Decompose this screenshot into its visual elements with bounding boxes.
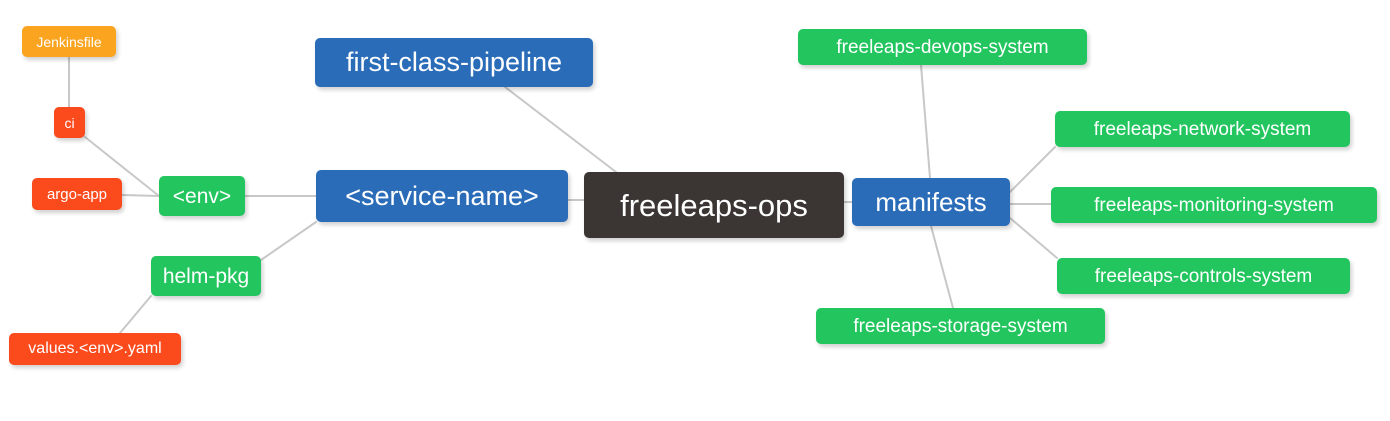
node-label-first-class-pipeline: first-class-pipeline (345, 47, 563, 77)
edge-manifests-network (1009, 146, 1056, 193)
node-label-env: <env> (172, 184, 232, 208)
edge-manifests-devops (920, 64, 931, 179)
node-label-freeleaps-monitoring-system: freeleaps-monitoring-system (1094, 194, 1334, 216)
node-label-freeleaps-devops-system: freeleaps-devops-system (836, 36, 1049, 58)
node-label-jenkinsfile: Jenkinsfile (36, 33, 102, 50)
node-manifests[interactable]: manifests (852, 178, 1010, 226)
node-label-freeleaps-controls-system: freeleaps-controls-system (1094, 265, 1313, 287)
node-label-service-name: <service-name> (345, 180, 539, 211)
edge-manifests-controls (1009, 217, 1058, 259)
node-label-ci: ci (64, 114, 75, 131)
node-ci[interactable]: ci (54, 107, 85, 138)
node-label-argo-app: argo-app (46, 185, 108, 203)
edge-values-helmpkg (119, 295, 152, 334)
node-label-manifests: manifests (875, 187, 987, 217)
edge-helmpkg-servicename (260, 221, 317, 261)
node-freeleaps-storage-system[interactable]: freeleaps-storage-system (816, 308, 1105, 344)
node-env[interactable]: <env> (159, 176, 245, 216)
edge-argoapp-env (121, 194, 160, 197)
node-service-name[interactable]: <service-name> (316, 170, 568, 222)
edge-pipeline-ops (504, 86, 617, 173)
node-jenkinsfile[interactable]: Jenkinsfile (22, 26, 116, 57)
node-freeleaps-devops-system[interactable]: freeleaps-devops-system (798, 29, 1087, 65)
node-freeleaps-monitoring-system[interactable]: freeleaps-monitoring-system (1051, 187, 1377, 223)
node-helm-pkg[interactable]: helm-pkg (151, 256, 261, 296)
node-label-helm-pkg: helm-pkg (162, 264, 250, 288)
node-label-freeleaps-storage-system: freeleaps-storage-system (853, 315, 1068, 337)
edge-manifests-storage (930, 225, 954, 309)
node-freeleaps-network-system[interactable]: freeleaps-network-system (1055, 111, 1350, 147)
node-label-freeleaps-network-system: freeleaps-network-system (1093, 118, 1312, 140)
node-freeleaps-ops[interactable]: freeleaps-ops (584, 172, 844, 238)
node-label-freeleaps-ops: freeleaps-ops (620, 187, 808, 223)
node-values-yaml[interactable]: values.<env>.yaml (9, 333, 181, 365)
node-label-values-yaml: values.<env>.yaml (28, 340, 162, 357)
node-freeleaps-controls-system[interactable]: freeleaps-controls-system (1057, 258, 1350, 294)
node-first-class-pipeline[interactable]: first-class-pipeline (315, 38, 593, 87)
node-argo-app[interactable]: argo-app (32, 178, 122, 210)
